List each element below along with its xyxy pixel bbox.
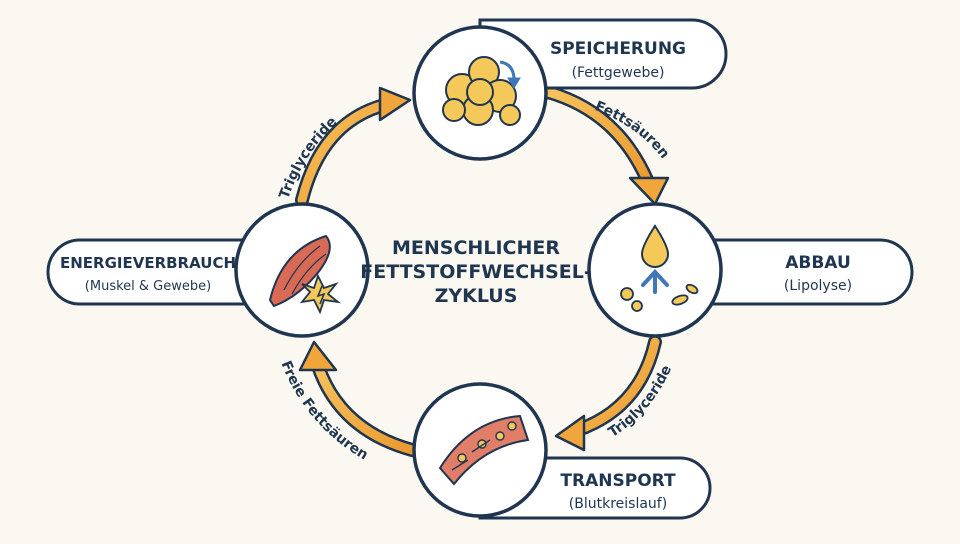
- label-breakdown: ABBAU (Lipolyse): [708, 238, 914, 306]
- label-storage-title: SPEICHERUNG: [550, 39, 686, 59]
- node-breakdown: [587, 202, 723, 338]
- arrow-energy-to-storage: [295, 86, 412, 207]
- label-energy: ENERGIEVERBRAUCH (Muskel & Gewebe): [46, 238, 292, 306]
- cycle-arrows: [295, 85, 670, 457]
- node-energy: [234, 202, 370, 338]
- arrow-breakdown-to-transport: [554, 335, 662, 452]
- arrow-transport-to-energy: [298, 340, 419, 457]
- label-transport-subtitle: (Blutkreislauf): [569, 496, 667, 512]
- node-transport: [412, 382, 548, 518]
- center-title-line-2: FETTSTOFFWECHSEL-: [360, 261, 592, 283]
- label-energy-title: ENERGIEVERBRAUCH: [60, 254, 236, 272]
- label-energy-subtitle: (Muskel & Gewebe): [85, 279, 211, 294]
- label-breakdown-subtitle: (Lipolyse): [784, 278, 852, 294]
- label-breakdown-title: ABBAU: [785, 253, 851, 273]
- blood-vessel-icon: [438, 414, 530, 486]
- label-storage-subtitle: (Fettgewebe): [572, 65, 665, 81]
- lipolysis-icon: [620, 224, 699, 312]
- muscle-energy-icon: [268, 234, 342, 315]
- node-storage: [412, 25, 548, 161]
- fat-cells-icon: [442, 56, 521, 126]
- arrow-storage-to-breakdown: [541, 85, 670, 206]
- label-transport-title: TRANSPORT: [560, 471, 676, 491]
- center-title-line-3: ZYKLUS: [435, 285, 518, 307]
- center-title: MENSCHLICHER FETTSTOFFWECHSEL- ZYKLUS: [360, 237, 592, 307]
- center-title-line-1: MENSCHLICHER: [392, 237, 560, 259]
